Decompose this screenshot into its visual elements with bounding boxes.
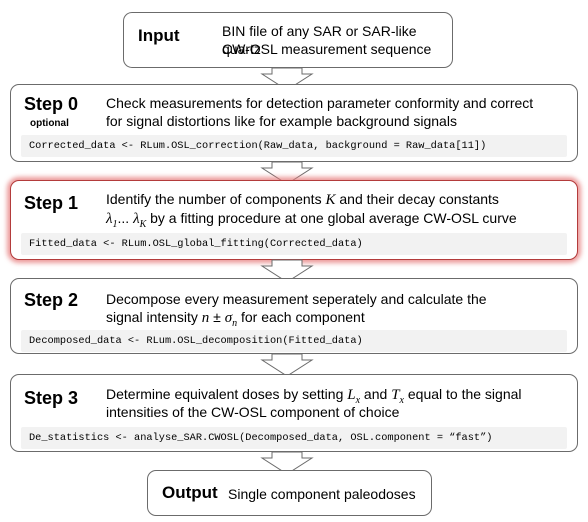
step0-code: Corrected_data <- RLum.OSL_correction(Ra… bbox=[21, 135, 567, 157]
step1-code: Fitted_data <- RLum.OSL_global_fitting(C… bbox=[21, 233, 567, 255]
input-label: Input bbox=[138, 26, 180, 45]
step0-description-line-1: Check measurements for detection paramet… bbox=[106, 95, 534, 111]
step3-box: Step 3 Determine equivalent doses by set… bbox=[10, 374, 578, 452]
step2-code: Decomposed_data <- RLum.OSL_decompositio… bbox=[21, 330, 567, 352]
k-symbol: K bbox=[325, 192, 336, 208]
lambda-1-symbol: λ1 bbox=[106, 211, 118, 230]
arrow-down-icon bbox=[260, 67, 314, 91]
step1-description-line-1: Identify the number of components K and … bbox=[106, 190, 499, 209]
step1-line1-text-a: Identify the number of components bbox=[106, 191, 326, 207]
step2-box: Step 2 Decompose every measurement seper… bbox=[10, 278, 578, 354]
step2-line2-text-a: signal intensity bbox=[106, 309, 202, 325]
step2-description-line-2: signal intensity n ± σn for each compone… bbox=[106, 309, 365, 329]
lambda-k-symbol: λK bbox=[133, 211, 147, 230]
input-box: Input BIN file of any SAR or SAR-like qu… bbox=[123, 12, 453, 68]
step1-line2-text: by a fitting procedure at one global ave… bbox=[146, 210, 517, 226]
step1-line1-text-b: and their decay constants bbox=[335, 191, 499, 207]
step1-description-line-2: λ1... λK by a fitting procedure at one g… bbox=[106, 210, 517, 230]
arrow-down-icon bbox=[260, 259, 314, 283]
n-symbol: n bbox=[201, 310, 210, 326]
step3-code: De_statistics <- analyse_SAR.CWOSL(Decom… bbox=[21, 427, 567, 449]
output-box: Output Single component paleodoses bbox=[147, 470, 432, 516]
step0-box: Step 0 optional Check measurements for d… bbox=[10, 84, 578, 162]
step0-description-line-2: for signal distortions like for example … bbox=[106, 113, 457, 129]
step1-label: Step 1 bbox=[24, 193, 79, 213]
arrow-down-icon bbox=[260, 161, 314, 185]
arrow-down-icon bbox=[260, 353, 314, 377]
output-description: Single component paleodoses bbox=[228, 486, 416, 502]
step2-label: Step 2 bbox=[24, 290, 79, 310]
input-description-line-2: CW-OSL measurement sequence bbox=[222, 41, 432, 57]
step3-description-line-1: Determine equivalent doses by setting Lx… bbox=[106, 386, 522, 406]
step3-label: Step 3 bbox=[24, 388, 79, 408]
step0-label: Step 0 bbox=[24, 94, 79, 114]
tx-symbol: Tx bbox=[391, 387, 404, 406]
arrow-down-icon bbox=[260, 451, 314, 475]
step1-box: Step 1 Identify the number of components… bbox=[10, 180, 578, 260]
step2-line2-text-b: for each component bbox=[237, 309, 365, 325]
sigma-n-symbol: σn bbox=[224, 310, 238, 329]
step0-optional-label: optional bbox=[30, 118, 69, 129]
step3-description-line-2: intensities of the CW-OSL component of c… bbox=[106, 404, 400, 420]
output-label: Output bbox=[162, 483, 218, 502]
lx-symbol: Lx bbox=[347, 387, 361, 406]
step2-description-line-1: Decompose every measurement seperately a… bbox=[106, 291, 487, 307]
input-description-line-1: BIN file of any SAR or SAR-like quartz bbox=[222, 23, 417, 57]
